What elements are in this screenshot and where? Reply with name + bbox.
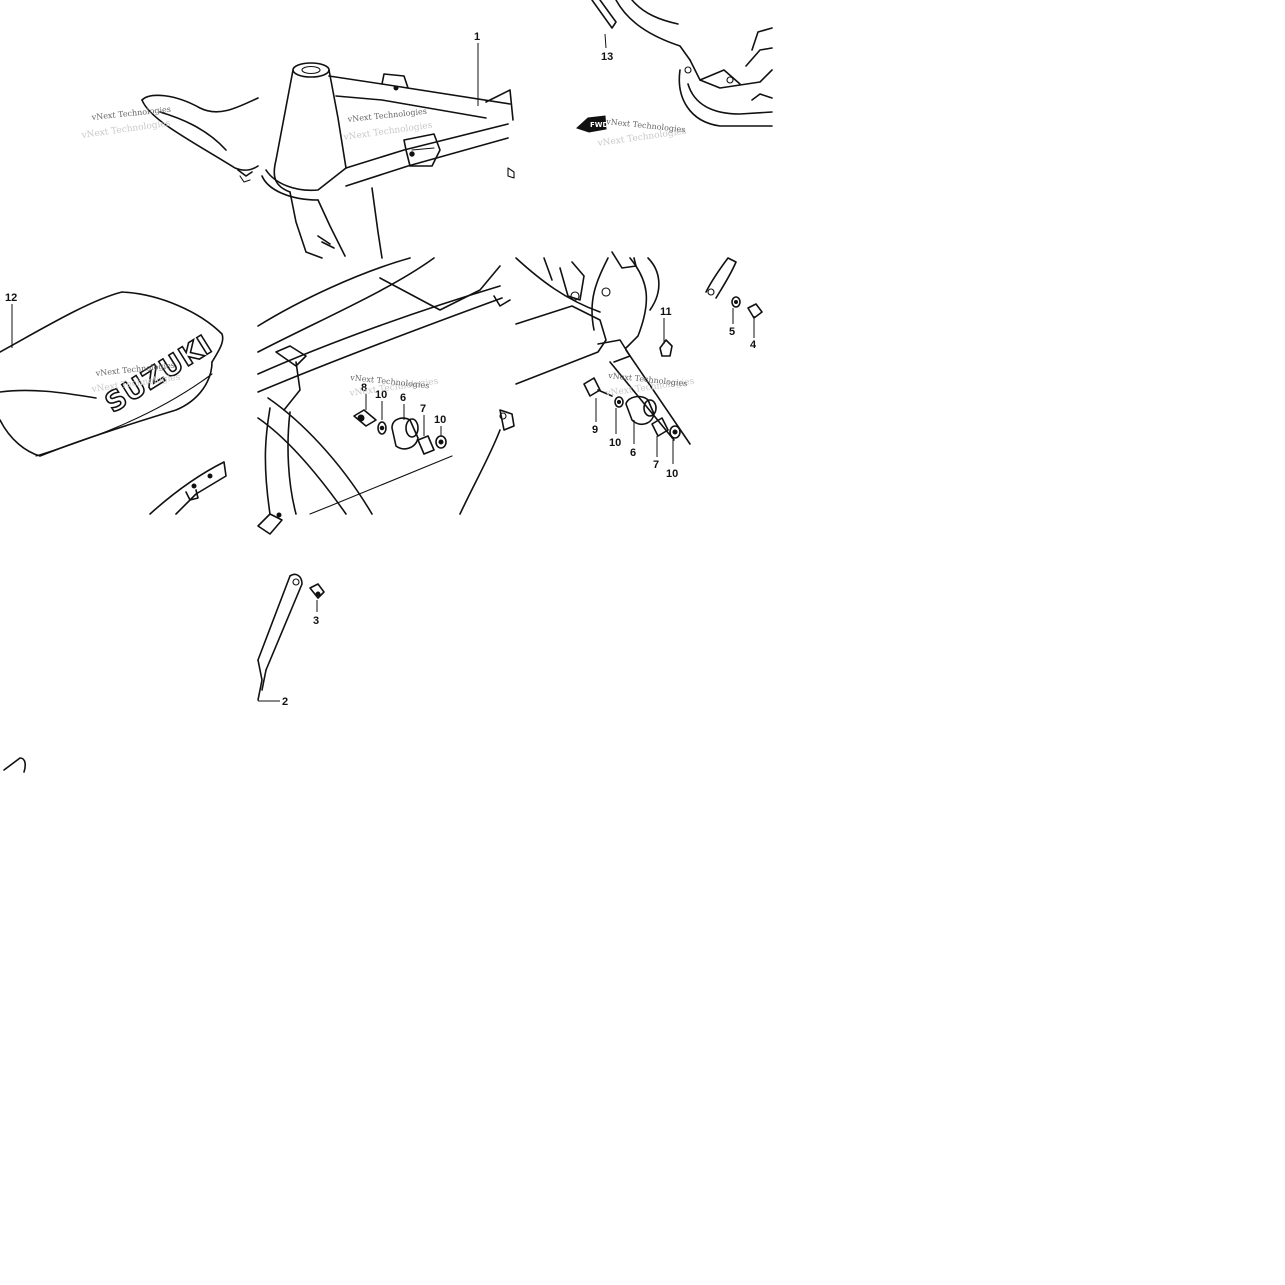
frame-fragment-corner bbox=[3, 757, 26, 773]
watermark-ghost: vNext Technologies bbox=[342, 121, 433, 144]
callout-7-b: 7 bbox=[653, 459, 659, 471]
callout-6-b: 6 bbox=[630, 447, 636, 459]
callout-6-a: 6 bbox=[400, 392, 406, 404]
callout-4: 4 bbox=[750, 339, 757, 351]
callout-8: 8 bbox=[361, 382, 367, 394]
svg-text:FWD: FWD bbox=[590, 121, 609, 129]
callout-13: 13 bbox=[601, 51, 613, 63]
callout-11: 11 bbox=[660, 306, 672, 318]
watermark-text: vNext Technologies bbox=[346, 107, 427, 124]
callout-9: 9 bbox=[592, 424, 598, 436]
callout-1: 1 bbox=[474, 31, 480, 43]
frame-stay-drawing bbox=[257, 573, 325, 701]
bushing-set-center bbox=[353, 409, 447, 455]
leader-lines bbox=[11, 33, 755, 702]
mid-frame-drawing bbox=[257, 257, 515, 535]
callout-10-b: 10 bbox=[434, 414, 446, 426]
main-frame-head-drawing bbox=[261, 62, 515, 259]
callout-10-a: 10 bbox=[375, 389, 387, 401]
callout-3: 3 bbox=[313, 615, 319, 627]
seat-drawing: SUZUKI bbox=[0, 291, 227, 515]
seat-cowl-drawing bbox=[141, 94, 259, 183]
bushing-set-right bbox=[583, 257, 763, 439]
callout-2: 2 bbox=[282, 696, 288, 708]
callout-5: 5 bbox=[729, 326, 735, 338]
callout-10-c: 10 bbox=[609, 437, 621, 449]
rear-frame-stand-drawing bbox=[591, 0, 773, 127]
rear-mount-frame-drawing bbox=[515, 251, 691, 445]
callout-labels: 1 13 12 8 10 6 7 10 11 5 4 9 10 6 7 10 3… bbox=[5, 31, 757, 708]
watermark-ghost: vNext Technologies bbox=[80, 119, 171, 142]
callout-12: 12 bbox=[5, 292, 17, 304]
callout-10-d: 10 bbox=[666, 468, 678, 480]
fwd-arrow-icon: FWD bbox=[576, 115, 609, 133]
callout-7-a: 7 bbox=[420, 403, 426, 415]
